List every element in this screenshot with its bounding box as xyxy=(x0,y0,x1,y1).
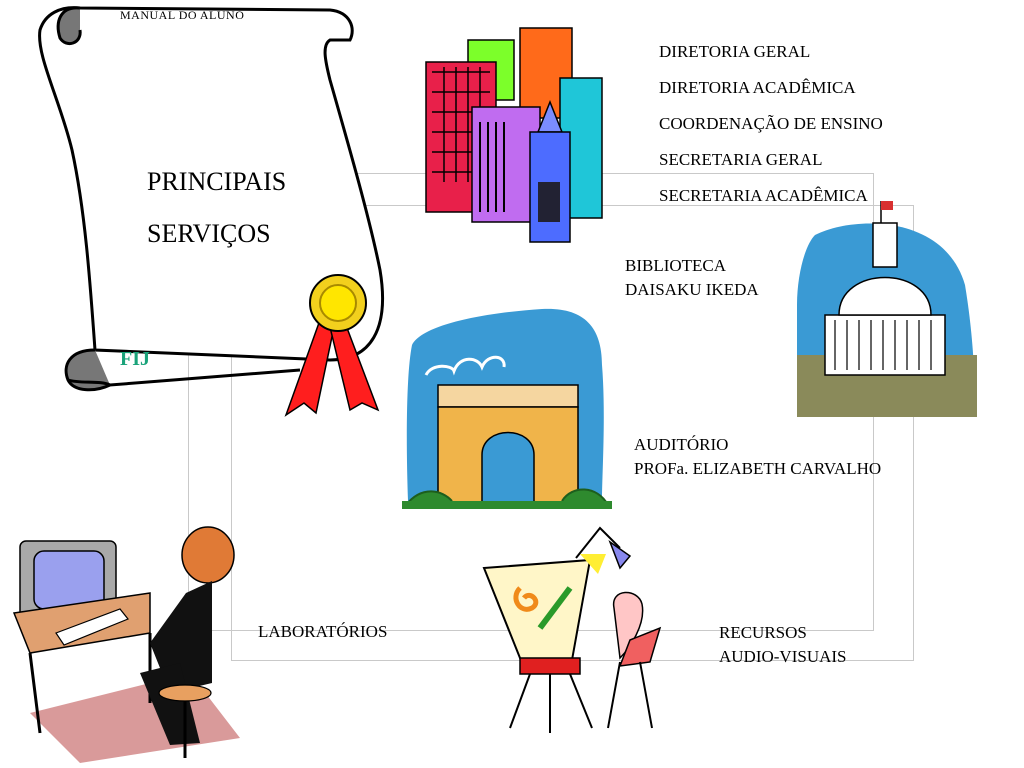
arch-icon xyxy=(402,308,612,509)
library-line2: DAISAKU IKEDA xyxy=(625,280,759,299)
director-item-2: DIRETORIA ACADÊMICA xyxy=(659,78,856,97)
ribbon-award-icon xyxy=(284,274,380,417)
scroll-icon xyxy=(38,6,385,392)
auditorium-line2: PROFa. ELIZABETH CARVALHO xyxy=(634,459,882,478)
page-title-line2: SERVIÇOS xyxy=(147,219,271,248)
brand-label: FIJ xyxy=(120,348,150,370)
artist-easel-icon xyxy=(482,526,662,733)
library-line1: BIBLIOTECA xyxy=(625,256,727,275)
computer-user-icon xyxy=(12,526,240,763)
director-item-1: DIRETORIA GERAL xyxy=(659,42,811,61)
av-line1: RECURSOS xyxy=(719,623,807,642)
page-title-line1: PRINCIPAIS xyxy=(147,167,287,196)
labs-label: LABORATÓRIOS xyxy=(258,622,388,641)
capitol-icon xyxy=(797,201,977,417)
scroll-header: MANUAL DO ALUNO xyxy=(120,8,245,22)
director-item-4: SECRETARIA GERAL xyxy=(659,150,823,169)
av-line2: AUDIO-VISUAIS xyxy=(719,647,847,666)
buildings-icon xyxy=(425,27,603,243)
auditorium-line1: AUDITÓRIO xyxy=(634,435,729,454)
director-item-3: COORDENAÇÃO DE ENSINO xyxy=(659,114,883,133)
director-item-5: SECRETARIA ACADÊMICA xyxy=(659,186,868,205)
